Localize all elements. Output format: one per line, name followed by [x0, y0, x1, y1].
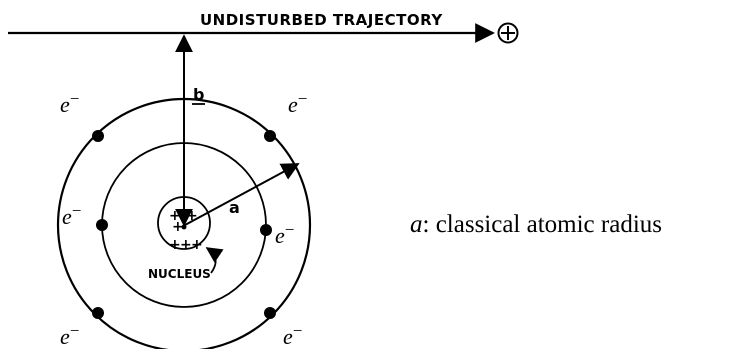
atomic-radius-arrow — [184, 163, 300, 226]
nucleus-label: NUCLEUS — [148, 267, 211, 281]
nucleus-charge: + — [180, 237, 192, 253]
positive-particle-icon — [497, 22, 519, 44]
electron-label: e− — [288, 89, 307, 117]
atomic-radius-label: a — [229, 198, 240, 217]
impact-parameter-label: b — [193, 85, 204, 104]
nucleus-pointer-arrow — [205, 247, 224, 274]
electron-dot — [92, 130, 104, 142]
trajectory-label: UNDISTURBED TRAJECTORY — [200, 11, 443, 29]
electron-label: e− — [62, 201, 81, 229]
electron-dot — [92, 307, 104, 319]
nucleus-charge: + — [191, 237, 203, 253]
nucleus-charges: + + + + + + — [169, 208, 203, 253]
nucleus-charge: + — [169, 208, 181, 224]
electron-dot — [96, 219, 108, 231]
electron-label: e− — [283, 321, 302, 349]
electron-dot — [260, 224, 272, 236]
electron-dot — [264, 130, 276, 142]
nucleus-charge: + — [172, 219, 184, 235]
nucleus-charge: + — [169, 237, 181, 253]
electron-dot — [264, 307, 276, 319]
atomic-radius-caption: a: classical atomic radius — [410, 211, 662, 238]
electron-label: e− — [60, 321, 79, 349]
electrons — [92, 130, 276, 319]
electron-label: e− — [275, 220, 294, 248]
electron-label: e− — [60, 89, 79, 117]
